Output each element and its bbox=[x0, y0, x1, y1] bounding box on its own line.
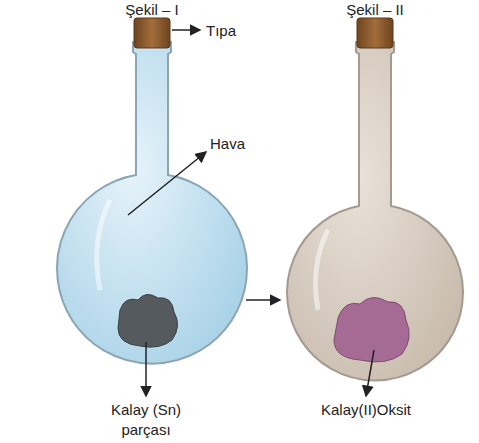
part-label: Hava bbox=[210, 134, 245, 154]
leader-line bbox=[128, 152, 206, 215]
part-label: Tıpa bbox=[206, 21, 236, 41]
flask-left bbox=[57, 18, 247, 364]
leader-line bbox=[145, 342, 147, 396]
leader-line bbox=[172, 29, 200, 31]
leader-line bbox=[366, 350, 374, 396]
process-arrow bbox=[246, 299, 280, 301]
figure-title: Şekil – I bbox=[125, 0, 178, 20]
figure-title: Şekil – II bbox=[346, 0, 404, 20]
part-label: Kalay (Sn) parçası bbox=[96, 400, 196, 439]
part-label: Kalay(II)Oksit bbox=[321, 400, 411, 420]
flask-right bbox=[287, 18, 463, 381]
